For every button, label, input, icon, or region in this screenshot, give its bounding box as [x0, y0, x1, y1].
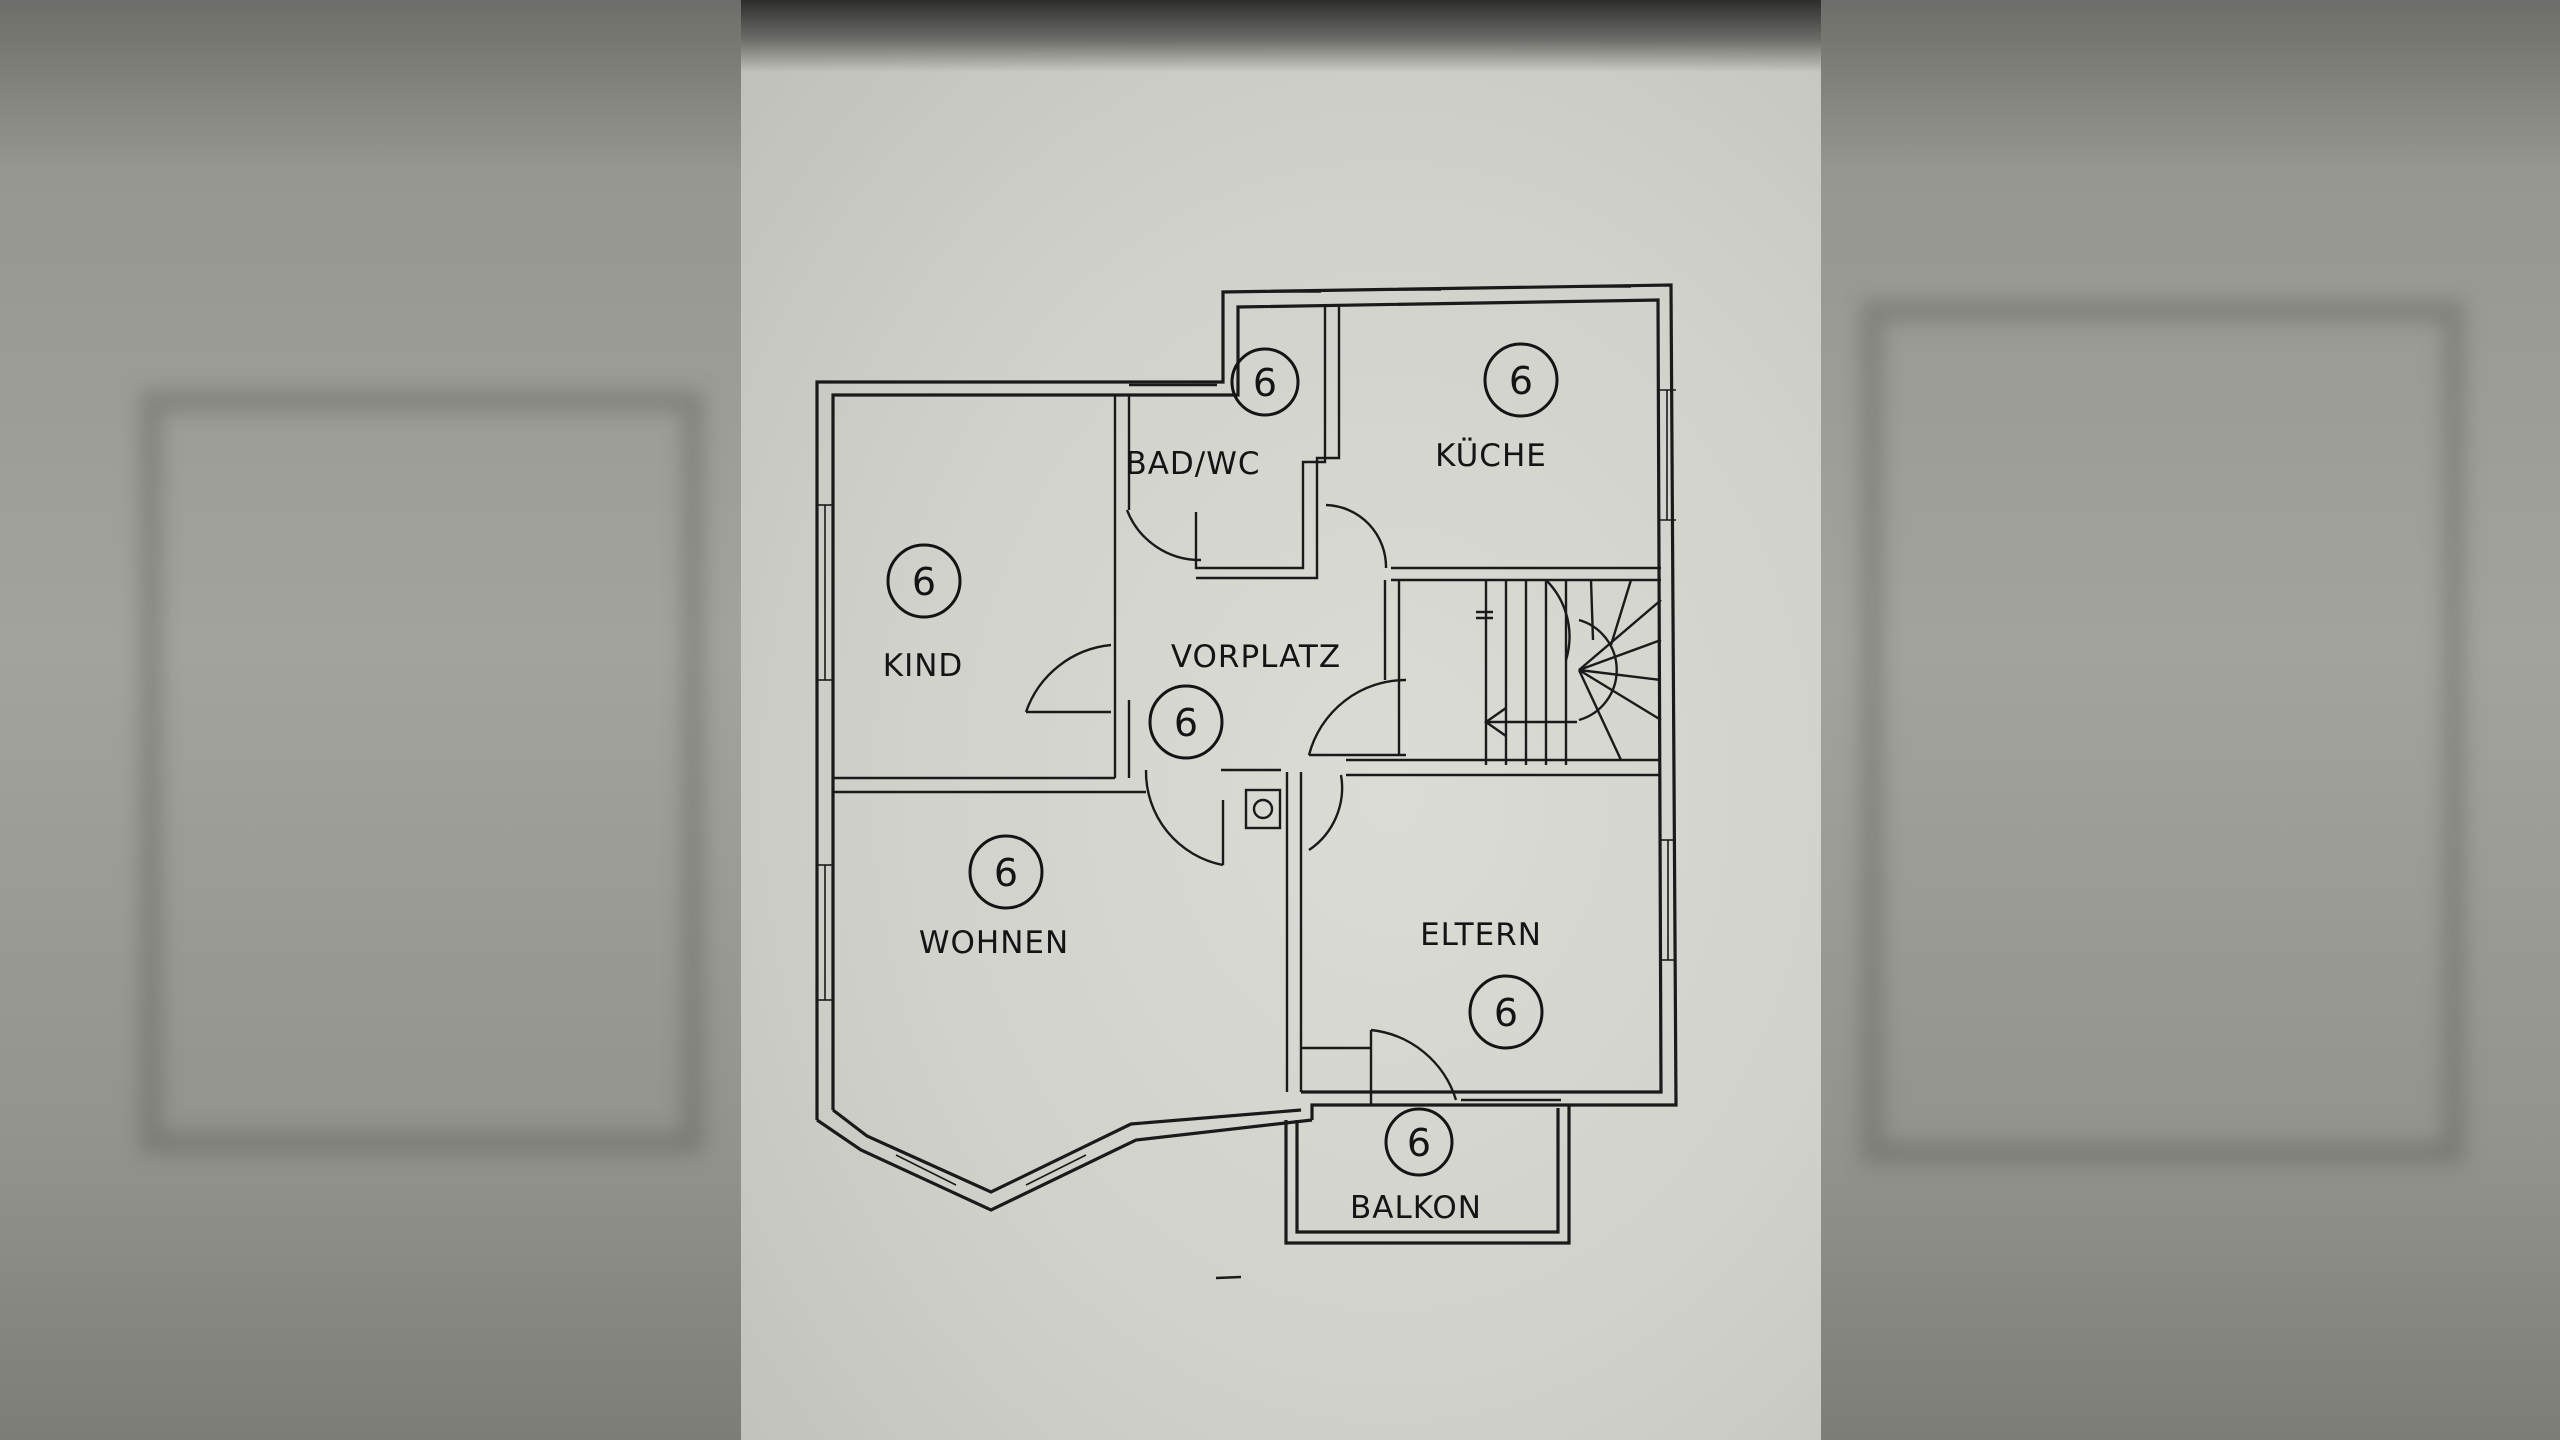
room-number-vorplatz: 6	[1174, 701, 1198, 745]
room-label-eltern: ELTERN	[1420, 917, 1542, 953]
room-number-bad: 6	[1253, 361, 1277, 405]
balcony	[1284, 1105, 1571, 1245]
staircase	[1476, 579, 1662, 765]
blurred-background-left	[0, 0, 741, 1440]
room-label-balkon: BALKON	[1350, 1190, 1482, 1226]
room-number-markers	[886, 342, 1559, 1177]
paper-top-shadow	[741, 0, 1821, 72]
paper-sheet	[741, 0, 1821, 1440]
room-label-bad: BAD/WC	[1125, 446, 1260, 482]
room-label-vorplatz: VORPLATZ	[1171, 639, 1341, 675]
room-number-eltern: 6	[1494, 991, 1518, 1035]
pencil-mark	[1215, 1275, 1242, 1280]
windows	[817, 286, 1676, 1186]
outer-walls	[815, 283, 1678, 1212]
room-label-kueche: KÜCHE	[1435, 437, 1547, 474]
doors	[1024, 503, 1458, 1105]
room-number-kind: 6	[912, 560, 936, 604]
room-label-wohnen: WOHNEN	[919, 925, 1069, 961]
blurred-background-right	[1821, 0, 2560, 1440]
room-number-kueche: 6	[1509, 359, 1533, 403]
interior-walls	[833, 307, 1661, 1102]
chimney	[1244, 788, 1282, 830]
floor-plan: 6 6 6 6 6 6 6 BAD/WC KÜCHE KIND VORPLATZ…	[815, 283, 1678, 1280]
room-number-balkon: 6	[1407, 1121, 1431, 1165]
room-label-kind: KIND	[883, 648, 964, 684]
room-number-wohnen: 6	[994, 851, 1018, 895]
